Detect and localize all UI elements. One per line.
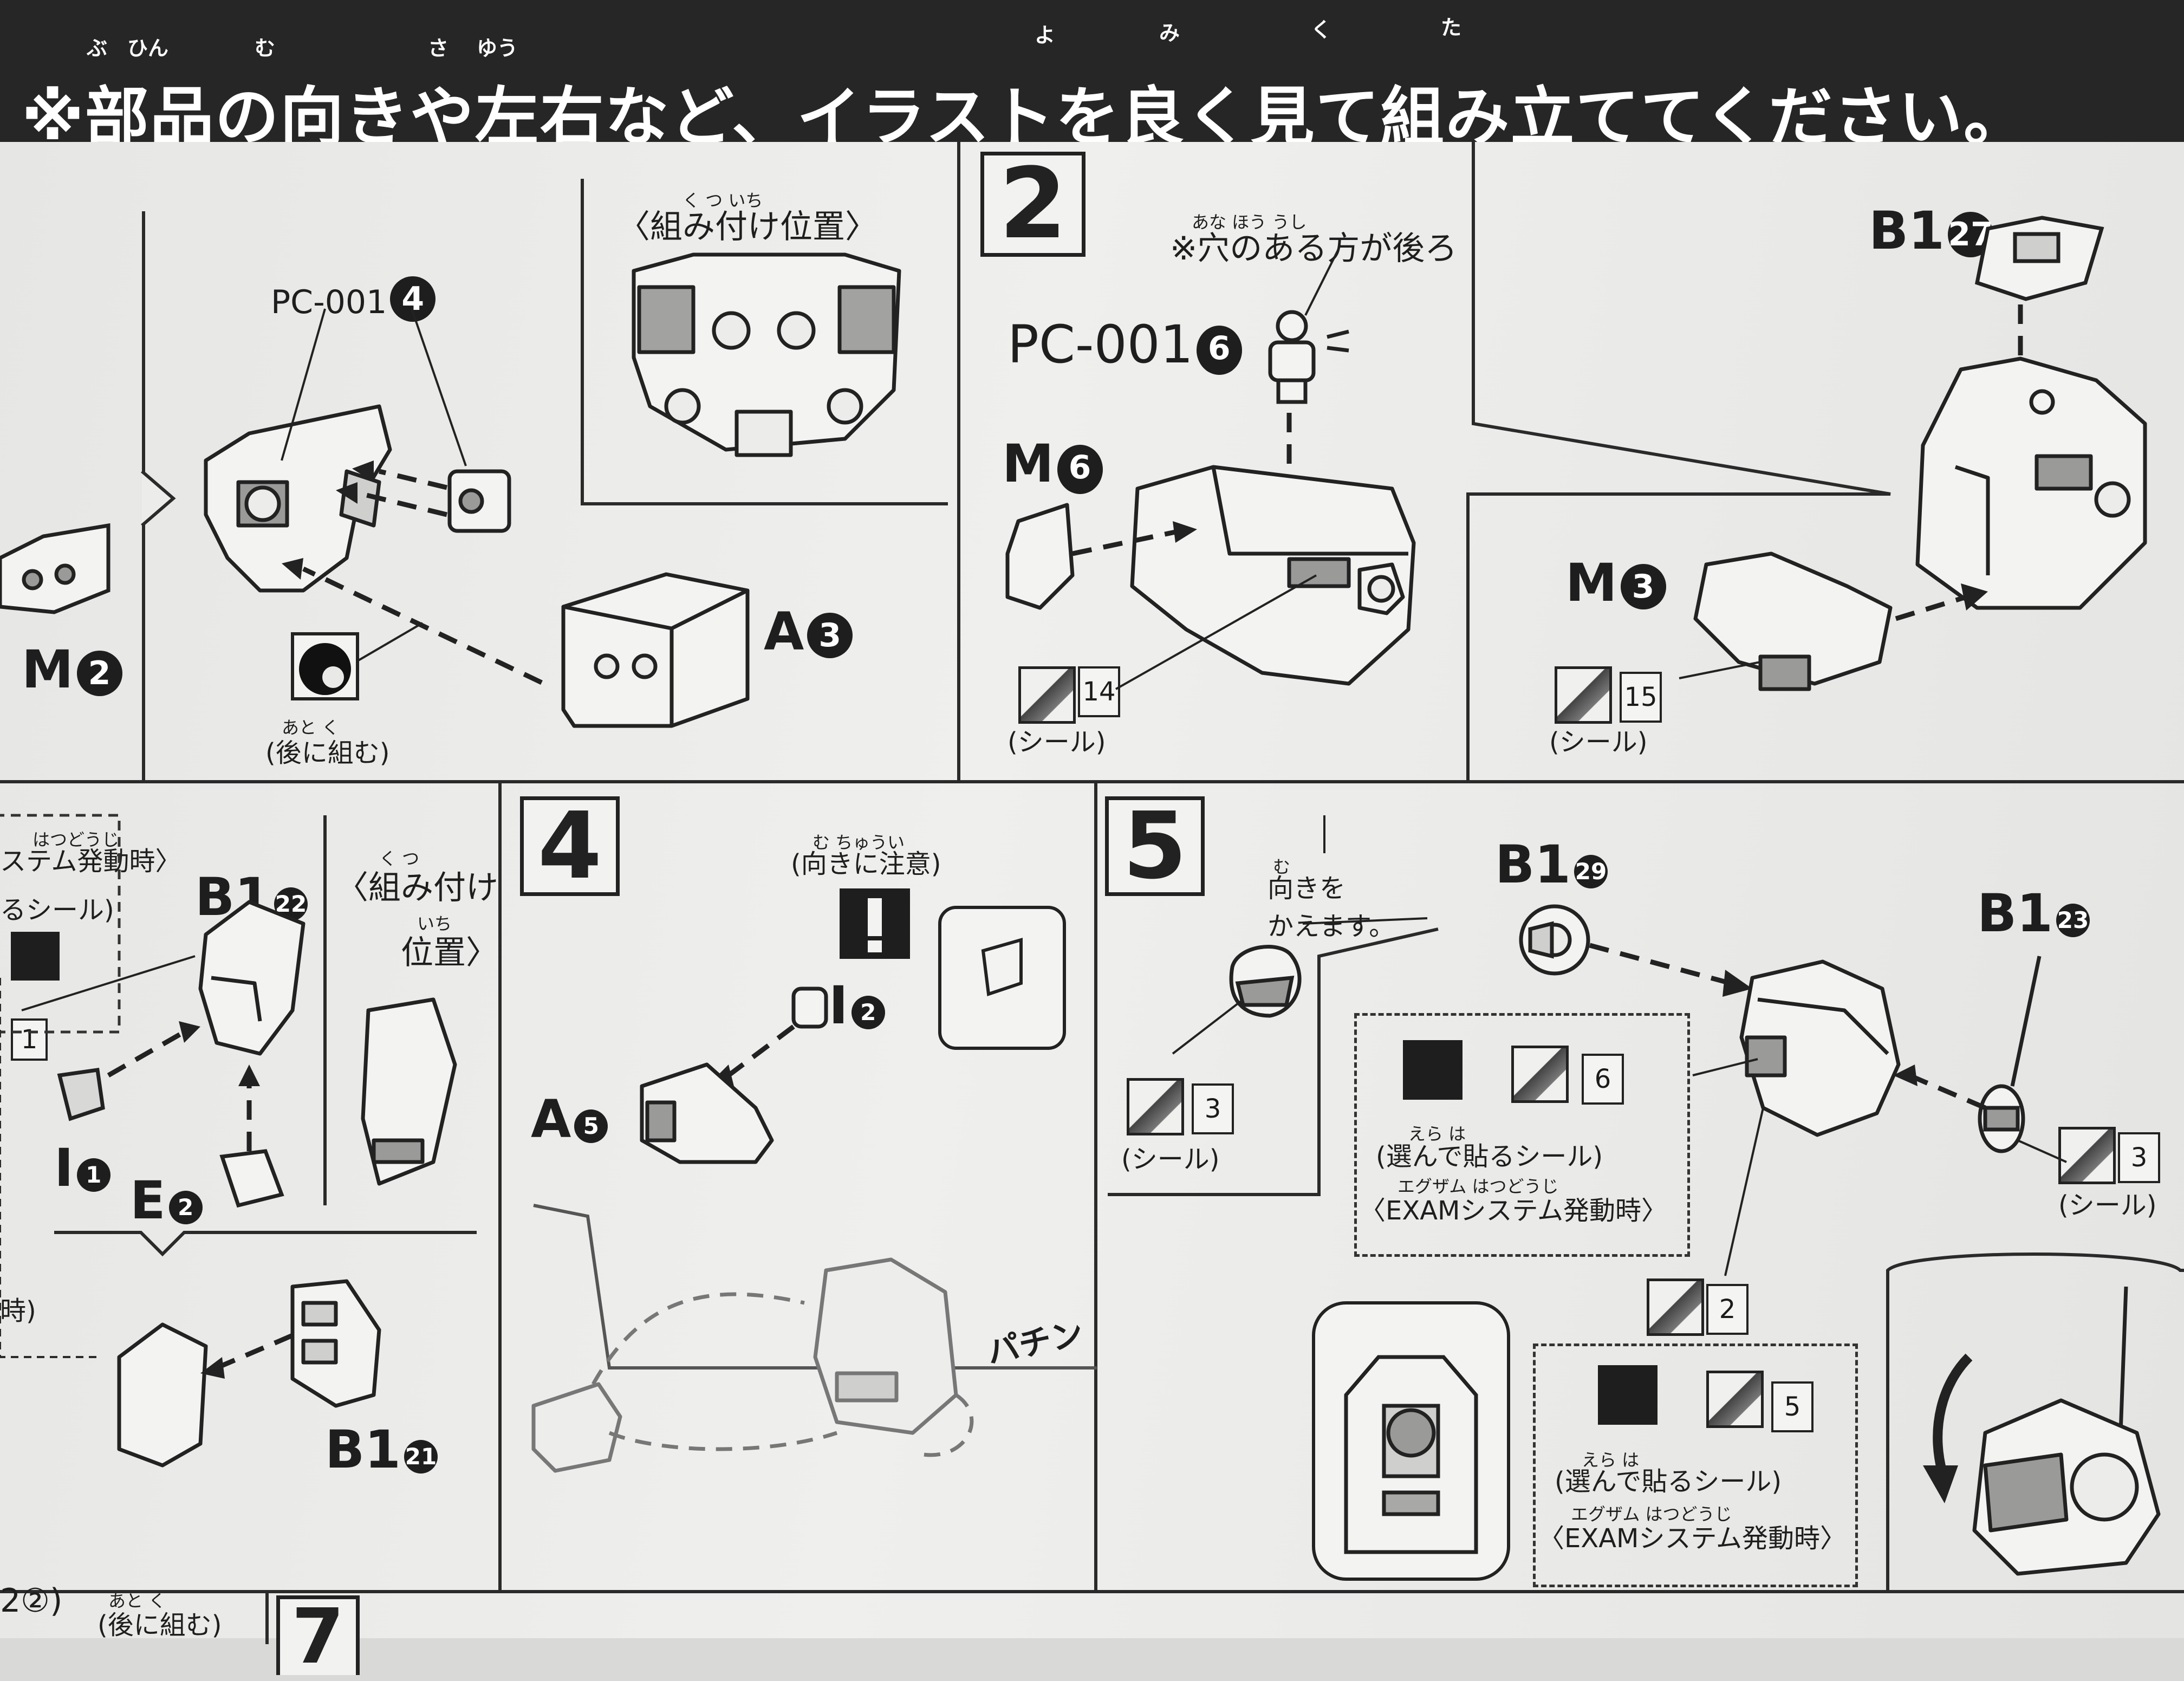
banner-furigana: た: [1441, 16, 1462, 40]
sticker-number-3: 3: [1192, 1083, 1234, 1134]
banner-furigana: み: [1159, 21, 1180, 45]
caution-furigana: む ちゅうい: [812, 832, 905, 853]
sticker-icon: [1555, 666, 1612, 724]
later-note: (後に組む): [265, 738, 390, 768]
sticker-note: (シール): [1549, 727, 1648, 757]
sticker-icon: [1511, 1046, 1569, 1103]
divider: [265, 1590, 269, 1644]
sticker-icon: [2058, 1127, 2116, 1184]
sticker-number-15: 15: [1620, 672, 1662, 723]
divider: [1094, 780, 1097, 1593]
choose-furigana: えら は: [1408, 1124, 1466, 1144]
sticker-number-6: 6: [1582, 1054, 1624, 1105]
banner-furigana: く: [1311, 18, 1332, 42]
sticker-note: (シール): [1007, 727, 1106, 757]
exam-furigana: エグザム はつどうじ: [1398, 1176, 1559, 1197]
sticker-number-1: 1: [11, 1018, 48, 1061]
sticker-icon: [1127, 1078, 1184, 1135]
exam-header: ステム発動時〉: [0, 846, 181, 877]
position-furigana: いち: [417, 913, 452, 934]
sticker-number-3b: 3: [2118, 1132, 2160, 1183]
step2-illustration: [1005, 142, 2147, 781]
banner-furigana: ひん: [127, 36, 169, 60]
position-furigana: く つ: [379, 848, 420, 869]
caution-icon: [840, 888, 910, 959]
sticker-number-2: 2: [1706, 1284, 1748, 1335]
banner-furigana: ぶ: [87, 36, 108, 60]
step4-illustration: [531, 906, 1097, 1473]
sticker-icon: [1647, 1278, 1704, 1336]
choose-note: (選んで貼るシール): [1376, 1141, 1603, 1172]
sticker-note: (シール): [2058, 1190, 2157, 1221]
step1-illustration: [0, 179, 948, 728]
exam-sub: るシール): [0, 895, 114, 925]
turn-note-1: 向きを: [1268, 873, 1346, 904]
choose-sticker-box: [1533, 1343, 1858, 1587]
sticker-icon: [1706, 1371, 1764, 1428]
turn-note-2: かえます。: [1268, 911, 1395, 942]
position-title: 位置〉: [401, 934, 498, 972]
exam-sticker-icon: [11, 932, 60, 981]
sticker-note: (シール): [1121, 1144, 1220, 1174]
left-fragment: 2②): [0, 1582, 63, 1620]
step-number-4: 4: [520, 796, 620, 896]
position-title: 〈組み付け位置〉: [618, 208, 877, 246]
header-banner: ぶ ひん む さ ゆう よ み く た ※部品の向きや左右など、イラストを良く見…: [0, 0, 2184, 142]
later-note: (後に組む): [98, 1610, 222, 1640]
exam-sticker-icon: [1598, 1365, 1658, 1425]
step-number-7: 7: [276, 1595, 360, 1675]
step5-illustration: [1108, 815, 2184, 1590]
sticker-number-5: 5: [1771, 1381, 1813, 1432]
exam-sticker-icon: [1403, 1040, 1462, 1100]
later-furigana: あと く: [108, 1591, 166, 1611]
side-fragment: 時): [0, 1296, 36, 1326]
sticker-number-14: 14: [1078, 666, 1120, 717]
turn-furigana: む: [1273, 856, 1291, 877]
divider: [0, 1590, 2184, 1593]
banner-furigana: さ: [428, 36, 449, 60]
position-furigana: く つ いち: [682, 190, 763, 211]
step-number-5: 5: [1105, 796, 1205, 896]
step3-illustration: [0, 814, 477, 1468]
banner-text: ※部品の向きや左右など、イラストを良く見て組み立ててください。: [22, 80, 2029, 142]
exam-note: 〈EXAMシステム発動時〉: [1538, 1523, 1847, 1554]
exam-note: 〈EXAMシステム発動時〉: [1360, 1196, 1668, 1226]
choose-note: (選んで貼るシール): [1555, 1466, 1782, 1497]
divider: [498, 780, 502, 1593]
banner-furigana: む: [255, 36, 276, 60]
exam-furigana: はつどうじ: [32, 829, 120, 850]
choose-sticker-box: [1354, 1013, 1690, 1257]
banner-furigana: ゆう: [477, 36, 518, 60]
step-number-2: 2: [980, 152, 1086, 257]
banner-furigana: よ: [1035, 23, 1056, 47]
exam-furigana: エグザム はつどうじ: [1571, 1504, 1732, 1524]
choose-furigana: えら は: [1582, 1450, 1640, 1470]
caution-note: (向きに注意): [791, 849, 941, 879]
divider: [957, 142, 960, 781]
position-title: 〈組み付け: [336, 869, 498, 907]
sticker-icon: [1018, 666, 1076, 724]
hole-rear-note: ※穴のある方が後ろ: [1170, 230, 1458, 268]
note-furigana: あな ほう うし: [1192, 212, 1307, 232]
divider: [0, 780, 2184, 783]
later-furigana: あと く: [282, 717, 340, 738]
